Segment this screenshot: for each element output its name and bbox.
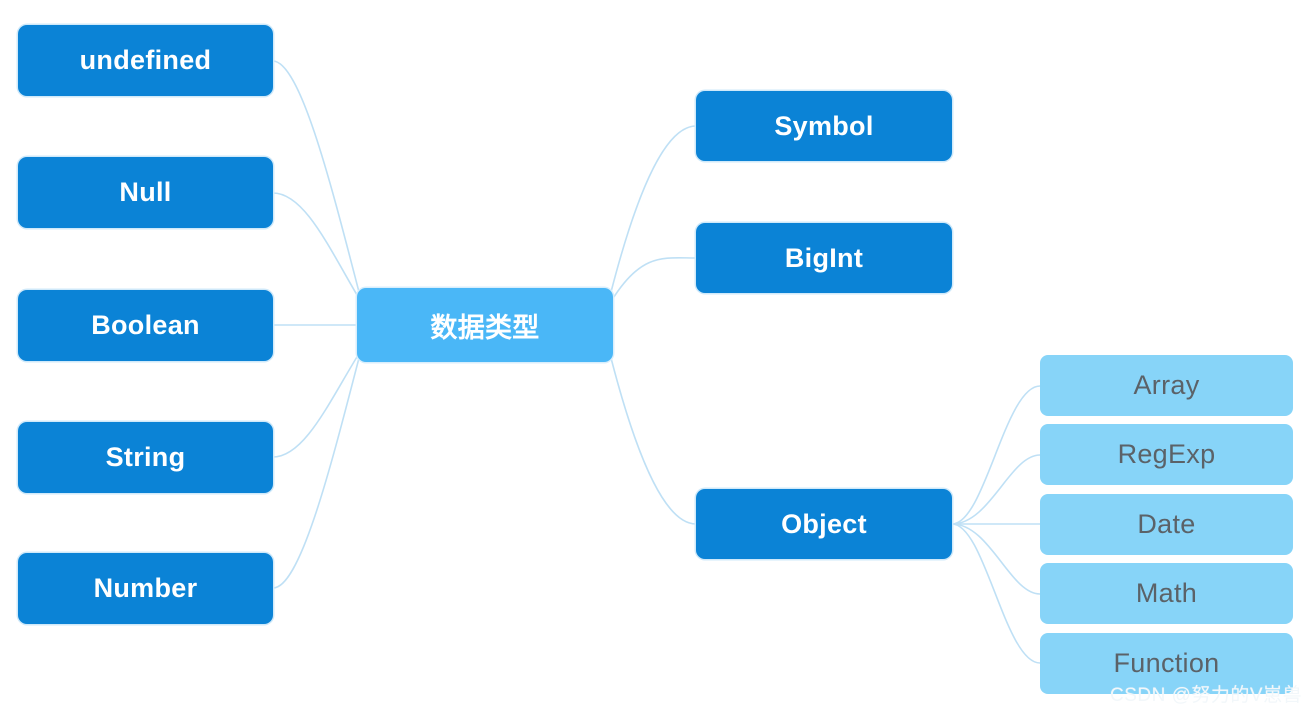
connector-root-to-BigInt: [611, 256, 697, 301]
node-symbol-label: Symbol: [774, 110, 874, 141]
node-regexp[interactable]: RegExp: [1040, 424, 1293, 485]
node-object-label: Object: [781, 508, 867, 539]
node-symbol[interactable]: Symbol: [696, 91, 952, 161]
node-boolean-label: Boolean: [91, 310, 200, 340]
node-number[interactable]: Number: [18, 553, 273, 624]
node-math-label: Math: [1135, 578, 1198, 608]
root-node-label: 数据类型: [430, 312, 540, 343]
node-date[interactable]: Date: [1040, 494, 1293, 555]
node-string[interactable]: String: [18, 422, 273, 493]
node-boolean[interactable]: Boolean: [18, 290, 273, 361]
node-number-label: Number: [93, 573, 198, 603]
node-bigint-label: BigInt: [784, 242, 864, 273]
connector-root-to-Object: [610, 357, 697, 525]
watermark: CSDN @努力的V崽兽: [1110, 685, 1303, 706]
node-function-label: Function: [1113, 648, 1220, 678]
node-object[interactable]: Object: [696, 489, 952, 559]
node-undefined-label: undefined: [79, 45, 212, 75]
connector-root-to-undefined: [272, 60, 360, 293]
connector-root-to-Symbol: [610, 125, 697, 293]
node-regexp-label: RegExp: [1117, 439, 1216, 469]
connector-root-to-String: [272, 351, 361, 458]
node-function[interactable]: Function: [1040, 633, 1293, 694]
connector-Object-to-Math: [951, 523, 1041, 595]
node-math[interactable]: Math: [1040, 563, 1293, 624]
root-node-data-types[interactable]: 数据类型: [357, 288, 613, 362]
node-date-label: Date: [1137, 509, 1196, 539]
node-bigint[interactable]: BigInt: [696, 223, 952, 293]
connector-root-to-Number: [272, 357, 360, 589]
node-string-label: String: [105, 442, 186, 472]
connector-Object-to-RegExp: [951, 454, 1041, 525]
connector-Object-to-Function: [951, 523, 1041, 664]
connector-Object-to-Array: [951, 385, 1041, 525]
node-array[interactable]: Array: [1040, 355, 1293, 416]
connector-root-to-Null: [272, 192, 361, 301]
node-array-label: Array: [1133, 370, 1200, 400]
node-undefined[interactable]: undefined: [18, 25, 273, 96]
node-null-label: Null: [119, 177, 172, 207]
node-null[interactable]: Null: [18, 157, 273, 228]
